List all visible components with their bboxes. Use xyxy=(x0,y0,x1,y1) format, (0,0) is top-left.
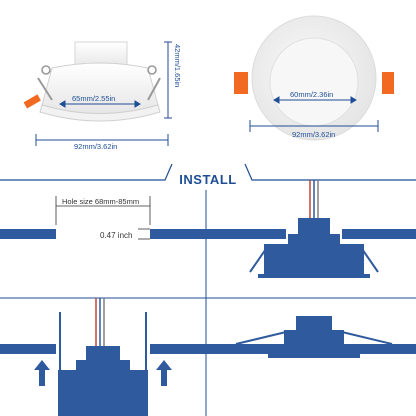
front-view-downlight xyxy=(234,15,394,141)
install-header-lines xyxy=(0,163,416,181)
side-dimension-lines xyxy=(35,41,172,146)
arrow-up-icon xyxy=(156,360,172,386)
ceiling-thickness-label: 0.47 inch xyxy=(100,231,133,240)
spring-left-icon xyxy=(23,65,53,109)
side-view-downlight xyxy=(23,41,161,122)
front-dimension-lines xyxy=(249,96,379,132)
panel-installed xyxy=(206,316,416,358)
install-title: INSTALL xyxy=(179,172,237,187)
outer-diameter-front-label: 92mm/3.62in xyxy=(292,130,336,139)
outer-diameter-side-label: 92mm/3.62in xyxy=(74,142,118,151)
lens-diameter-label: 60mm/2.36in xyxy=(290,90,334,99)
spring-right-icon xyxy=(147,65,161,101)
spring-orange-icon xyxy=(382,72,394,94)
panel-push-up xyxy=(0,298,206,416)
hole-size-label: Hole size 68mm-85mm xyxy=(62,197,140,206)
height-label: 42mm/1.65in xyxy=(173,44,182,88)
cutout-diameter-label: 65mm/2.55in xyxy=(72,94,116,103)
panel-hole-cut xyxy=(0,196,206,240)
arrow-up-icon xyxy=(34,360,50,386)
panel-wiring xyxy=(206,180,416,278)
spring-orange-icon xyxy=(234,72,248,94)
panel-dividers xyxy=(0,190,416,416)
